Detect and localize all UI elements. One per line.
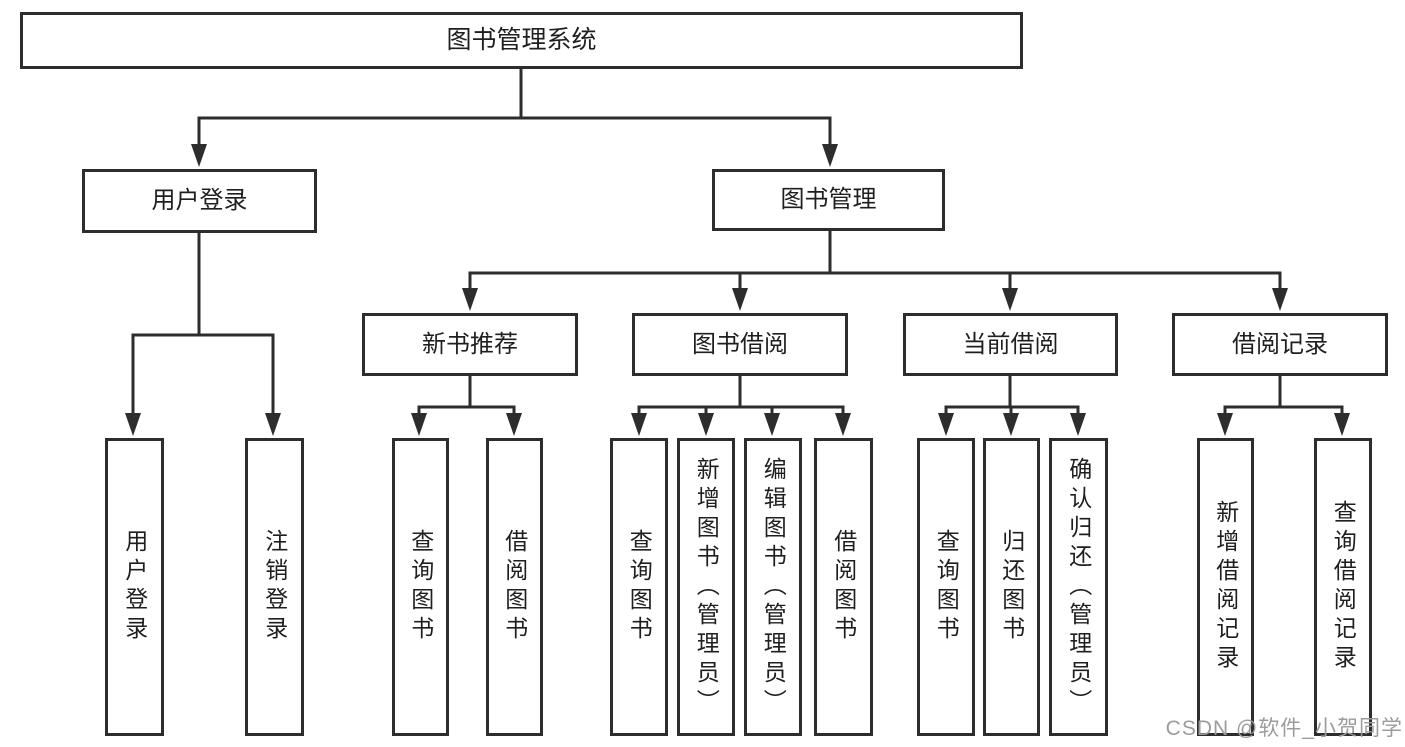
leaf-return-book: 归还图书 <box>983 438 1040 736</box>
node-current-borrow: 当前借阅 <box>903 313 1118 376</box>
leaf-add-book-admin: 新增图书（管理员） <box>677 438 735 736</box>
node-new-book-recommend: 新书推荐 <box>362 313 578 376</box>
leaf-edit-book-admin: 编辑图书（管理员） <box>744 438 802 736</box>
node-user-login: 用户登录 <box>82 169 317 233</box>
watermark: CSDN @软件_小贺同学 <box>1165 717 1403 740</box>
node-book-management: 图书管理 <box>712 169 945 231</box>
leaf-borrow-book: 借阅图书 <box>814 438 873 736</box>
leaf-query-book-borrow: 查询图书 <box>610 438 668 736</box>
leaf-query-borrow-record: 查询借阅记录 <box>1314 438 1372 736</box>
leaf-confirm-return-admin: 确认归还（管理员） <box>1049 438 1108 736</box>
leaf-query-book-current: 查询图书 <box>917 438 975 736</box>
leaf-logout: 注销登录 <box>245 438 304 736</box>
leaf-add-borrow-record: 新增借阅记录 <box>1197 438 1254 736</box>
leaf-borrow-book-recommend: 借阅图书 <box>486 438 543 736</box>
leaf-query-book-recommend: 查询图书 <box>392 438 449 736</box>
node-book-borrow: 图书借阅 <box>632 313 848 376</box>
leaf-user-login: 用户登录 <box>105 438 164 736</box>
node-root: 图书管理系统 <box>20 12 1023 69</box>
node-borrow-record: 借阅记录 <box>1172 313 1388 376</box>
